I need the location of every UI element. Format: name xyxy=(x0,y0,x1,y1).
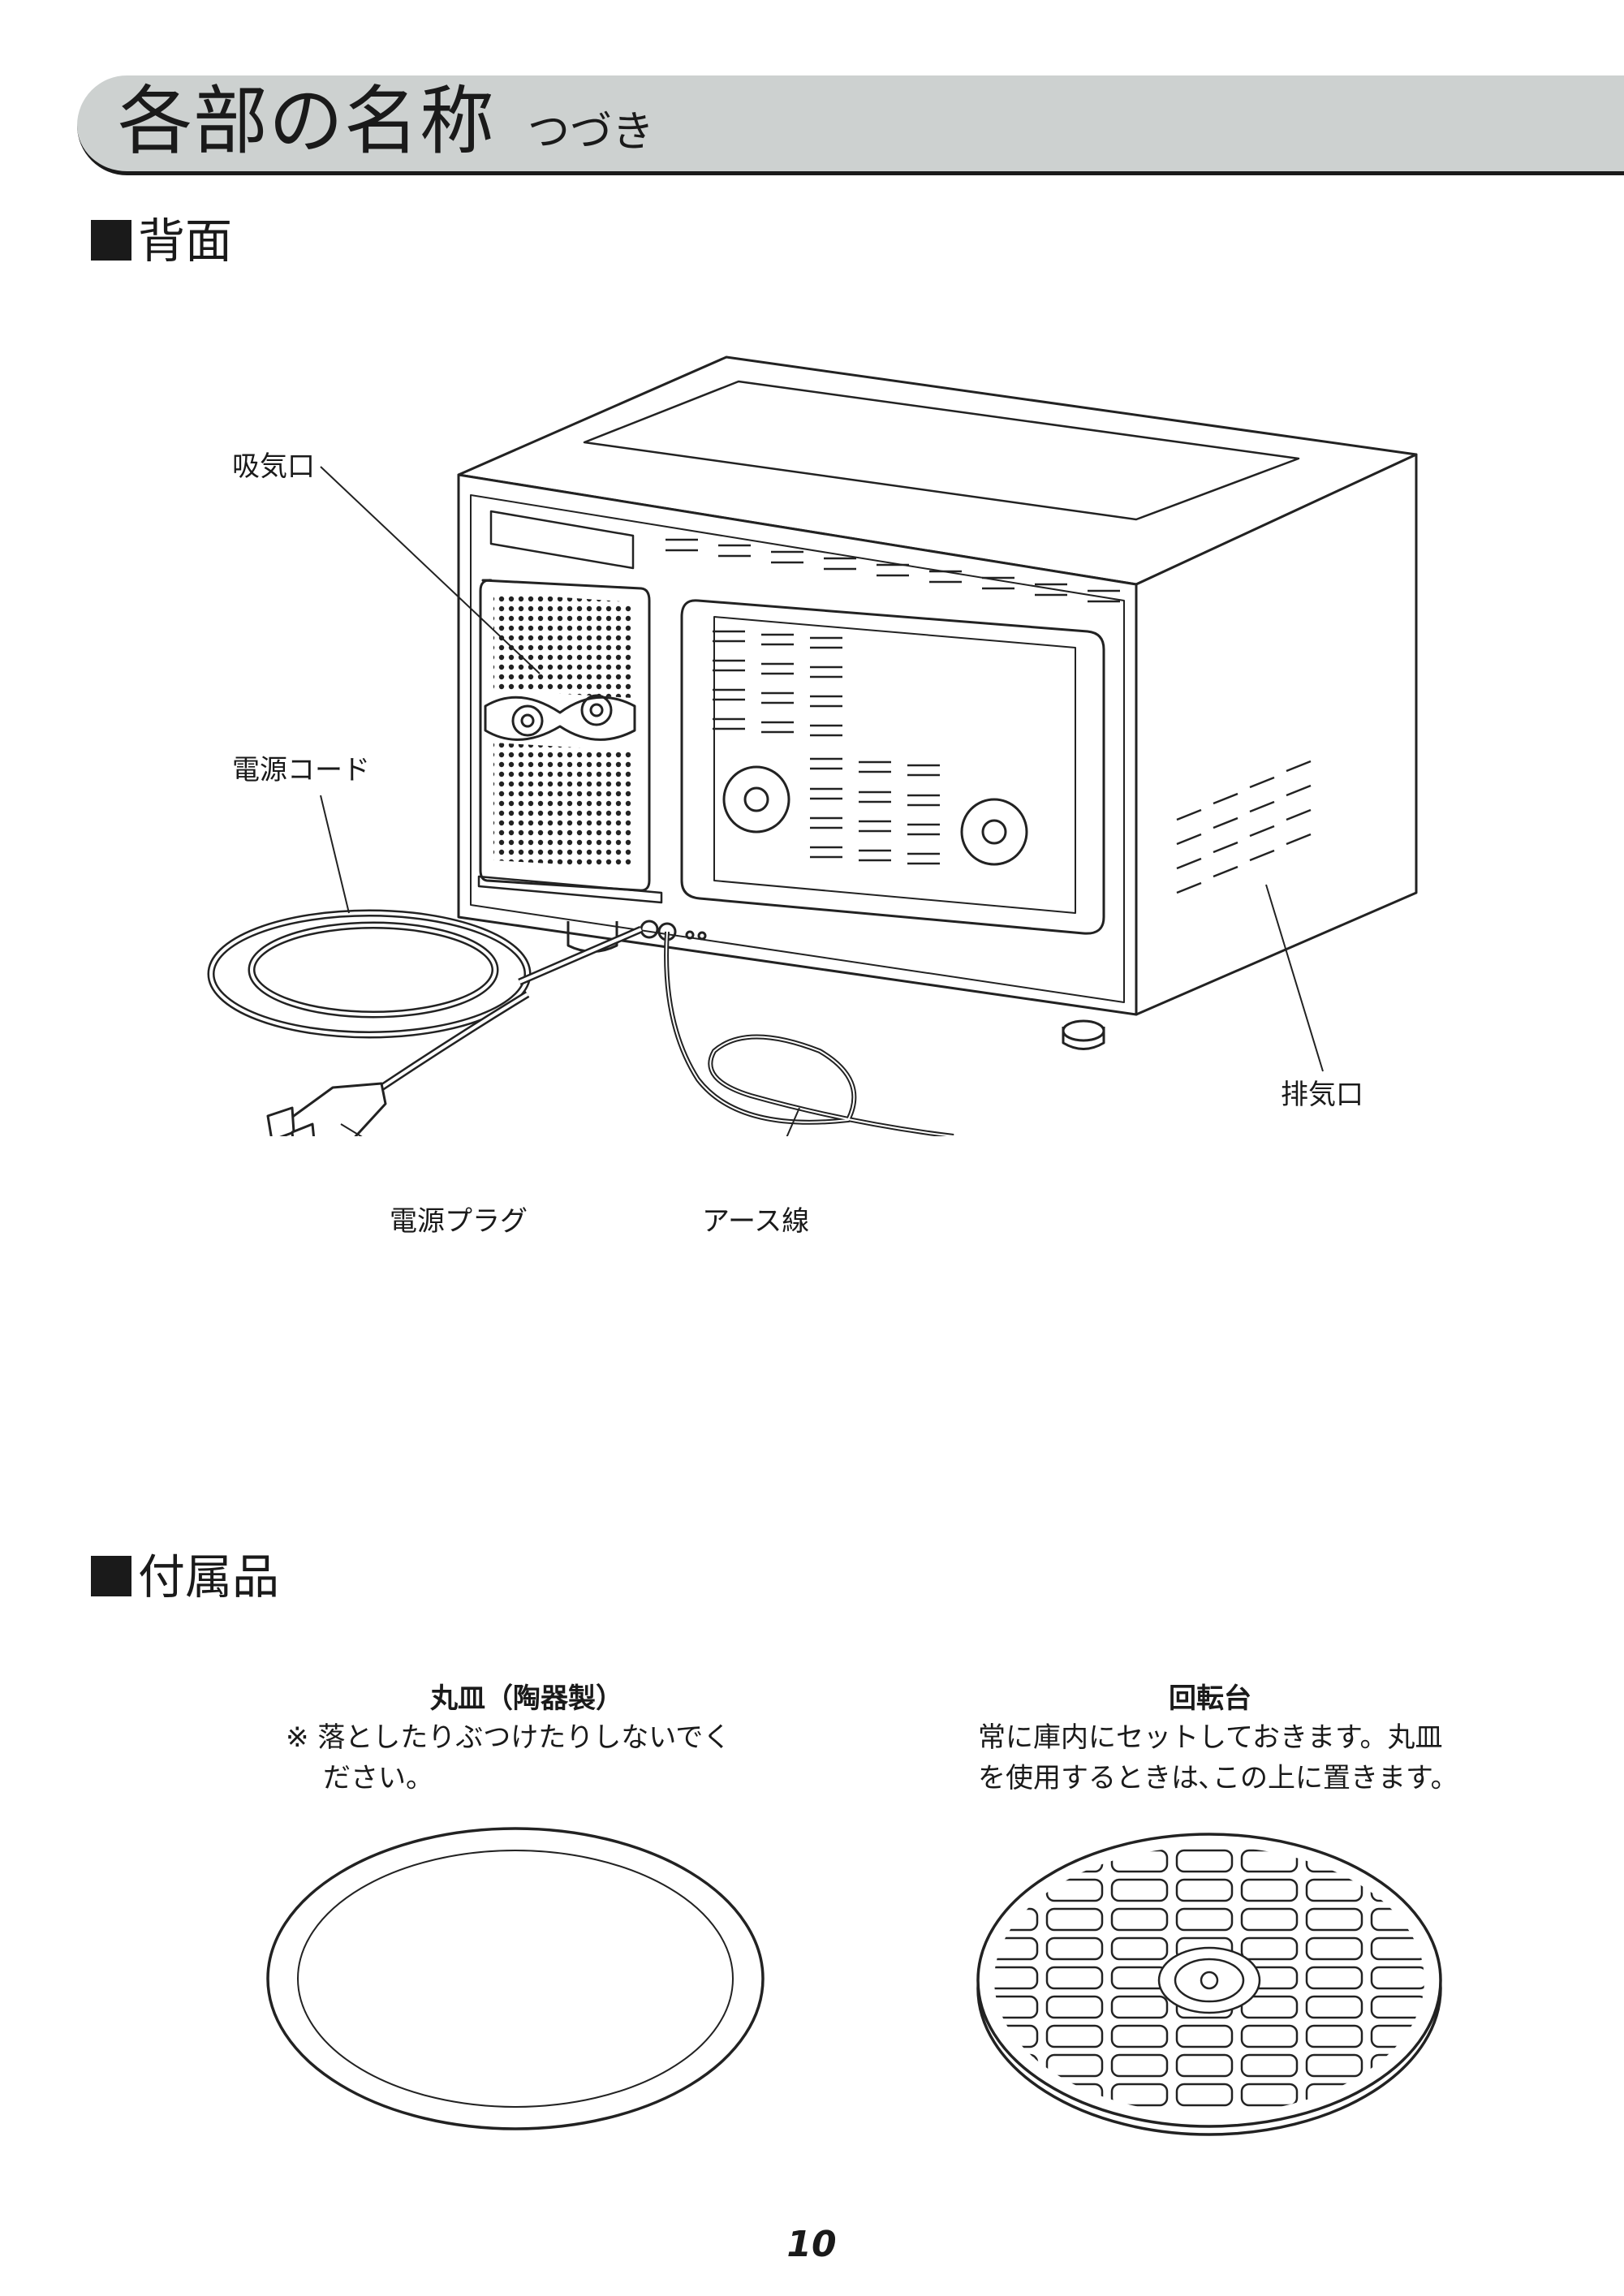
label-power-plug: 電源プラグ xyxy=(390,1205,528,1238)
turntable-illustration xyxy=(976,1833,1442,2136)
note-mark: ※ xyxy=(286,1721,309,1754)
page-number: 10 xyxy=(786,2224,837,2265)
section-heading-accessories: 付属品 xyxy=(91,1549,279,1605)
label-power-cord: 電源コード xyxy=(232,754,370,786)
accessory-plate-note-line1: 落としたりぶつけたりしないでく xyxy=(317,1721,731,1754)
label-exhaust: 排気口 xyxy=(1281,1079,1363,1111)
accessory-plate-note: ※ 落としたりぶつけたりしないでく ださい。 xyxy=(286,1717,789,1798)
accessory-turntable-note-line1: 常に庫内にセットしておきます。丸皿 xyxy=(978,1721,1443,1754)
accessory-plate-title: 丸皿（陶器製） xyxy=(430,1682,623,1715)
microwave-rear-illustration xyxy=(207,355,1418,1136)
page-subtitle: つづき xyxy=(528,108,655,157)
page-title: 各部の名称 xyxy=(118,78,496,165)
accessory-plate-note-line2: ださい。 xyxy=(323,1762,433,1794)
round-plate-illustration xyxy=(266,1827,765,2130)
label-intake: 吸気口 xyxy=(232,450,315,483)
accessory-turntable-note-line2: を使用するときは､この上に置きます。 xyxy=(978,1762,1458,1794)
section-heading-back-text: 背面 xyxy=(138,213,233,269)
section-heading-back: 背面 xyxy=(91,213,232,269)
section-heading-accessories-text: 付属品 xyxy=(138,1549,280,1605)
header-band xyxy=(77,75,1624,175)
accessory-turntable-note: 常に庫内にセットしておきます。丸皿 を使用するときは､この上に置きます。 xyxy=(978,1717,1481,1798)
accessory-turntable-title: 回転台 xyxy=(1169,1682,1251,1715)
square-bullet-icon xyxy=(91,220,131,261)
square-bullet-icon xyxy=(91,1556,131,1596)
label-earth-wire: アース線 xyxy=(702,1205,810,1238)
